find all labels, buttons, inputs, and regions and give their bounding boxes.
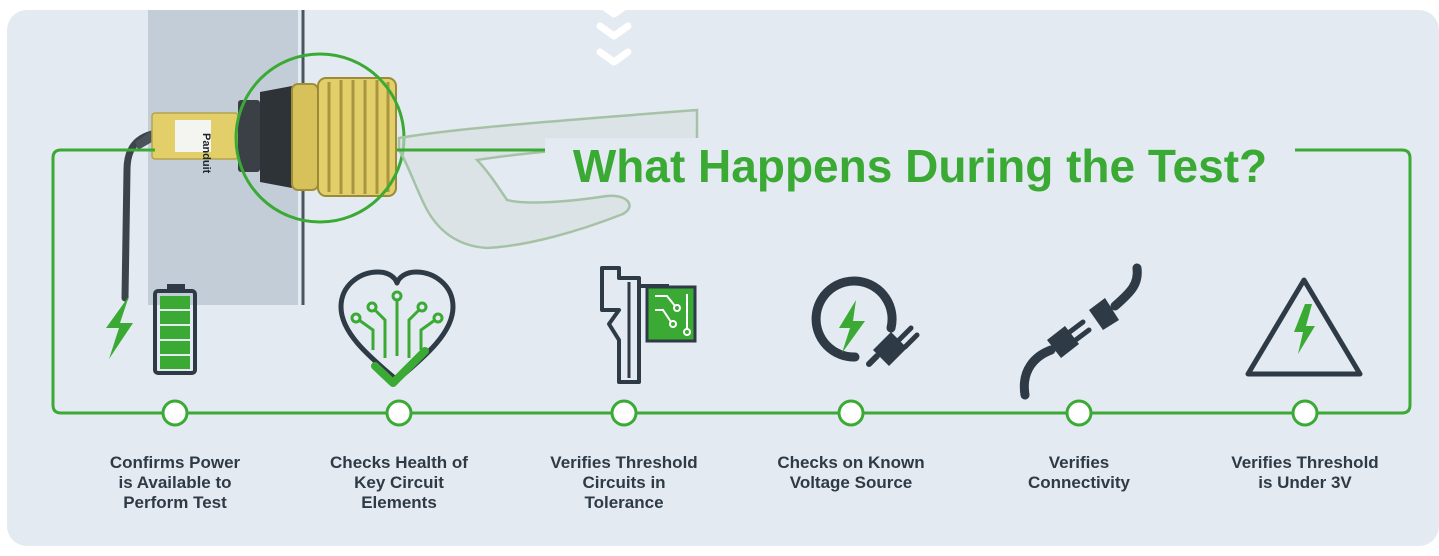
infographic-artwork (51, 10, 1412, 427)
plug-connect-icon (1019, 263, 1142, 400)
timeline-node (610, 399, 638, 427)
step-label: Checks on Known Voltage Source (777, 453, 925, 492)
voltage-warning-icon (1245, 277, 1363, 377)
step-label: Verifies Connectivity (1027, 453, 1131, 492)
caliper-circuit-icon (600, 266, 697, 384)
timeline-node (161, 399, 189, 427)
chevron-down-icon (596, 10, 632, 66)
timeline-node (385, 399, 413, 427)
circuit-heart-check-icon (338, 269, 456, 387)
battery-charge-icon (106, 284, 197, 375)
timeline-node (837, 399, 865, 427)
step-label: Checks Health of Key Circuit Elements (330, 453, 468, 512)
power-source-plug-icon (811, 276, 920, 367)
device-cable (121, 130, 156, 302)
infographic-panel: Panduit What Happens During the Test? Co… (7, 10, 1439, 546)
page-title: What Happens During the Test? (545, 138, 1295, 194)
device-brand-label: Panduit (200, 133, 212, 174)
timeline-node (1291, 399, 1319, 427)
device-body (151, 77, 397, 197)
timeline-frame (51, 148, 1412, 415)
step-label: Verifies Threshold is Under 3V (1231, 453, 1379, 492)
step-label: Confirms Power is Available to Perform T… (109, 453, 241, 512)
timeline-nodes (161, 399, 1319, 427)
timeline-node (1065, 399, 1093, 427)
step-label: Verifies Threshold Circuits in Tolerance (550, 453, 698, 512)
